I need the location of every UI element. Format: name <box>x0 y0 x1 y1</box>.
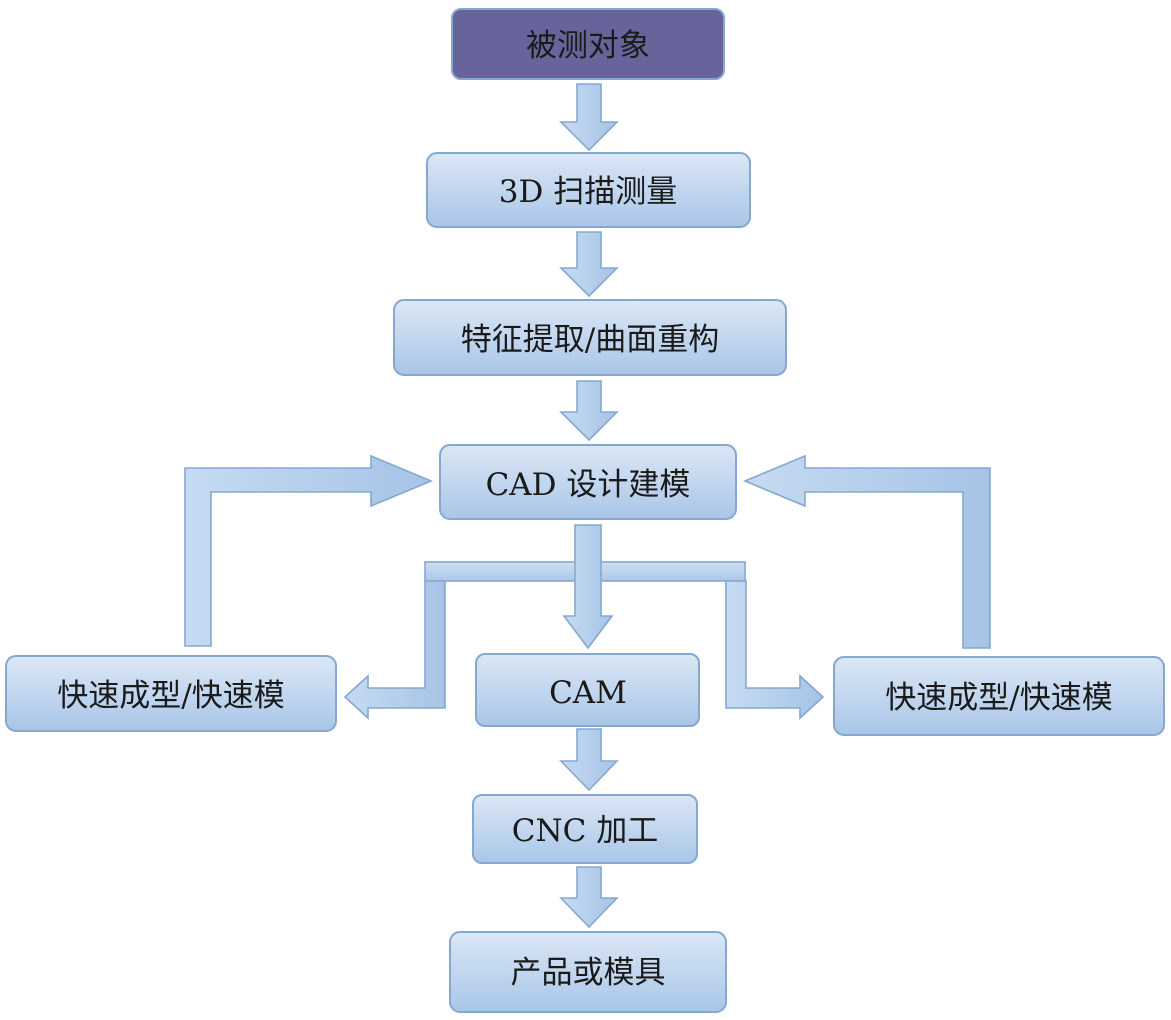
feedback-arrow-right <box>742 454 991 649</box>
node-feature: 特征提取/曲面重构 <box>393 299 787 376</box>
node-cam: CAM <box>475 653 700 727</box>
node-rp-left: 快速成型/快速模 <box>5 655 337 732</box>
node-cam-label: CAM <box>549 675 627 711</box>
node-cad: CAD 设计建模 <box>439 444 737 520</box>
node-cad-label: CAD 设计建模 <box>486 467 691 503</box>
node-scan-label: 3D 扫描测量 <box>499 174 677 210</box>
feedback-arrow-left <box>184 454 434 647</box>
node-cnc: CNC 加工 <box>472 794 698 864</box>
node-product-label: 产品或模具 <box>511 955 666 991</box>
arrow-cad-to-cam <box>562 524 614 650</box>
branch-arrow-right <box>725 580 825 720</box>
arrow-scan-to-feature <box>559 231 619 298</box>
node-scan: 3D 扫描测量 <box>426 152 751 228</box>
node-feature-label: 特征提取/曲面重构 <box>461 322 719 358</box>
node-product: 产品或模具 <box>449 931 727 1013</box>
node-rp-right-label: 快速成型/快速模 <box>885 680 1112 716</box>
node-rp-left-label: 快速成型/快速模 <box>57 678 284 714</box>
branch-arrow-left <box>343 580 446 720</box>
arrow-cnc-to-product <box>559 866 619 929</box>
arrow-cam-to-cnc <box>559 728 619 792</box>
arrow-feature-to-cad <box>559 380 619 442</box>
arrow-object-to-scan <box>559 83 619 152</box>
node-object: 被测对象 <box>451 8 725 80</box>
node-object-label: 被测对象 <box>526 28 650 64</box>
node-cnc-label: CNC 加工 <box>512 813 658 849</box>
node-rp-right: 快速成型/快速模 <box>833 656 1165 736</box>
